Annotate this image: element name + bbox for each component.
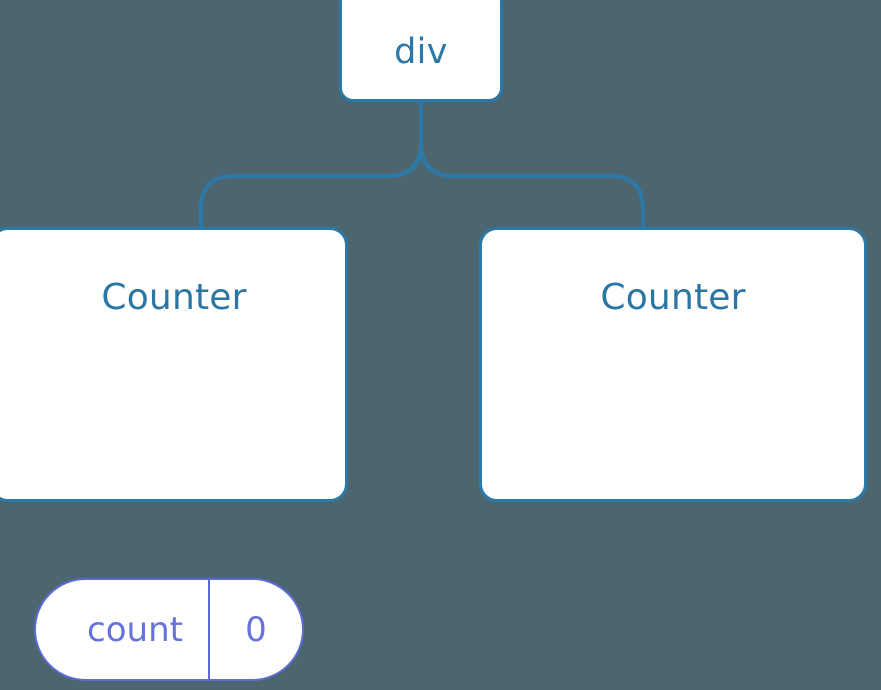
state-key-label: count <box>87 609 183 650</box>
component-card-counter-right[interactable]: Counter count 1 <box>479 227 867 502</box>
state-pill-count[interactable]: count 0 <box>34 578 304 681</box>
component-title: Counter <box>101 277 247 318</box>
tree-node-div-label: div <box>394 31 448 72</box>
component-title: Counter <box>600 277 746 318</box>
state-value-label: 0 <box>208 580 302 679</box>
diagram-canvas: div Counter count 0 Counter count 1 <box>0 0 867 681</box>
tree-node-div[interactable]: div <box>339 0 503 102</box>
component-card-counter-left[interactable]: Counter count 0 <box>0 227 348 681</box>
